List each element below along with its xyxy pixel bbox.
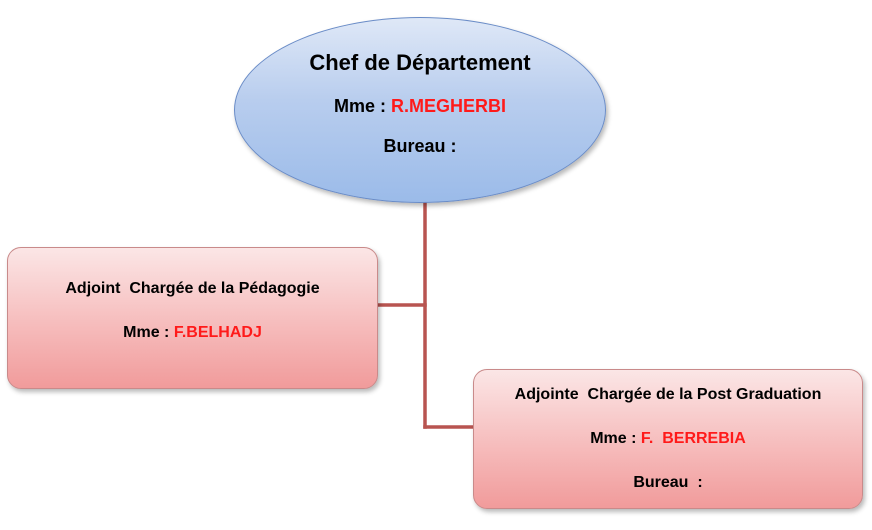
adjointe-post-graduation-title: Adjointe Chargée de la Post Graduation [514,386,822,403]
adjoint-pedagogie-name-line: Mme : F.BELHADJ [123,322,262,344]
adjoint-pedagogie-name-prefix: Mme : [123,324,174,341]
chef-name-line: Mme : R.MEGHERBI [334,94,506,118]
chef-name-prefix: Mme : [333,96,391,116]
adjointe-post-graduation-node: Adjointe Chargée de la Post Graduation M… [473,369,863,509]
adjoint-pedagogie-node: Adjoint Chargée de la Pédagogie Mme : F.… [7,247,378,389]
adjointe-post-graduation-bureau: Bureau : [633,474,703,491]
adjoint-pedagogie-name: F.BELHADJ [173,324,262,341]
adjointe-post-graduation-name-prefix: Mme : [590,430,641,447]
chef-title: Chef de Département [309,50,531,75]
adjointe-post-graduation-name-line: Mme : F. BERREBIA [590,428,746,450]
chef-name: MEGHERBI [409,96,507,116]
adjoint-pedagogie-title: Adjoint Chargée de la Pédagogie [65,280,320,297]
adjointe-post-graduation-name: F. BERREBIA [640,430,746,447]
chef-bureau: Bureau : [383,136,457,156]
chef-name-initial: R. [391,96,409,116]
chef-de-departement-node: Chef de Département Mme : R.MEGHERBI Bur… [234,17,606,203]
